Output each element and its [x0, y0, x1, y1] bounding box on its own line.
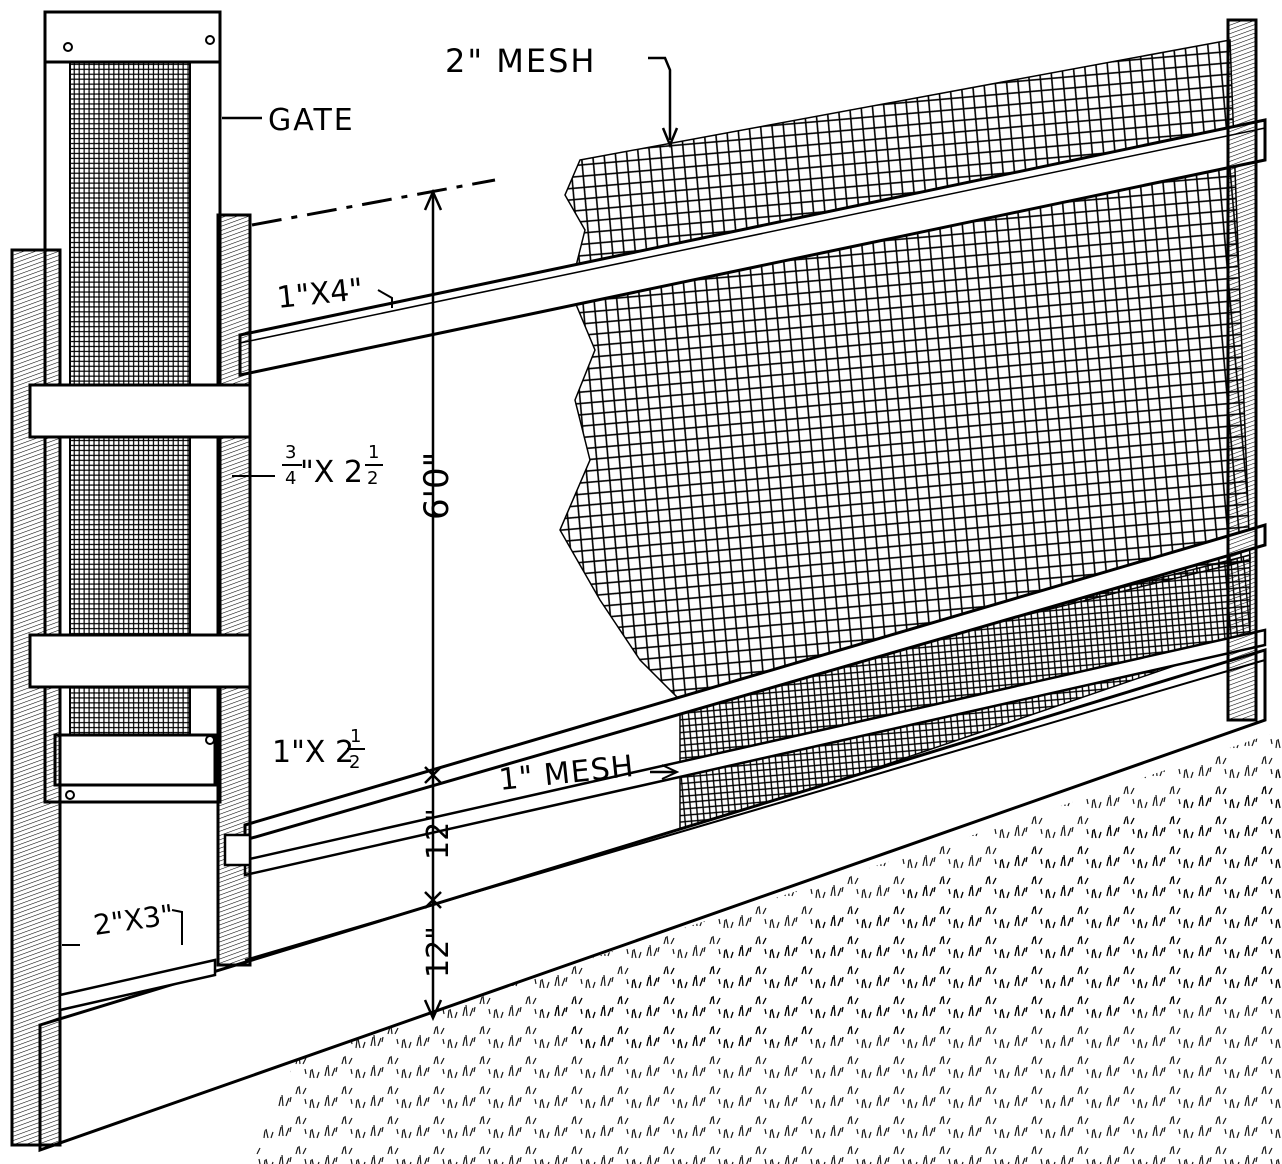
- leader-1in-mesh-arrow: [661, 764, 680, 780]
- gate-bottom-rail: [53, 733, 217, 787]
- label-stile-frac-num: 3: [285, 442, 296, 463]
- gate-bolt: [65, 790, 75, 800]
- label-1x4: 1"X4": [275, 272, 365, 316]
- dim-arrow-bottom: [423, 999, 443, 1022]
- gate-top-rail: [43, 10, 222, 64]
- gate-bolt: [63, 42, 73, 52]
- label-stile-half-num: 1: [368, 442, 379, 463]
- post-right: [1226, 18, 1258, 722]
- label-stile-half-den: 2: [367, 468, 378, 489]
- label-stile-rest: "X 2: [300, 455, 363, 490]
- gate-bolt: [205, 735, 215, 745]
- cross-rail-lower: [28, 633, 252, 689]
- label-2in-mesh: 2" MESH: [445, 42, 596, 80]
- label-stile-frac-den: 4: [285, 468, 296, 489]
- rail-1x4-top-edge: [239, 127, 1266, 344]
- leader-2x3-right: [171, 909, 183, 945]
- label-1x2half-prefix: 1"X 2: [272, 735, 354, 770]
- label-1x2half: 1"X 2 1 2: [272, 726, 365, 773]
- label-dim-12-upper: 12": [421, 808, 456, 860]
- cross-rail-bottom: [223, 833, 252, 867]
- label-1x2half-num: 1: [350, 726, 361, 747]
- label-2x3: 2"X3": [91, 898, 175, 942]
- label-gate: GATE: [268, 103, 355, 138]
- post-2x3-sill: [58, 958, 217, 1012]
- baseboard-lower-line: [244, 659, 1266, 961]
- gate-bolt: [205, 35, 215, 45]
- cross-rail-upper: [28, 383, 252, 439]
- dim-line-dashed: [251, 178, 496, 227]
- dim-arrow-top: [423, 188, 443, 211]
- dim-tick: [424, 891, 442, 909]
- dim-tick: [424, 766, 442, 784]
- label-stile-3-4x2half: 3 4 "X 2 1 2: [282, 442, 383, 490]
- grass-ground-dense: [540, 770, 1282, 1060]
- leader-2in-mesh-arrow: [661, 127, 679, 149]
- leader-1x4: [377, 289, 393, 308]
- leader-2in-mesh: [648, 56, 672, 140]
- label-1x2half-den: 2: [349, 752, 360, 773]
- label-height-6ft: 6'0": [417, 452, 457, 520]
- label-dim-12-lower: 12": [421, 926, 456, 978]
